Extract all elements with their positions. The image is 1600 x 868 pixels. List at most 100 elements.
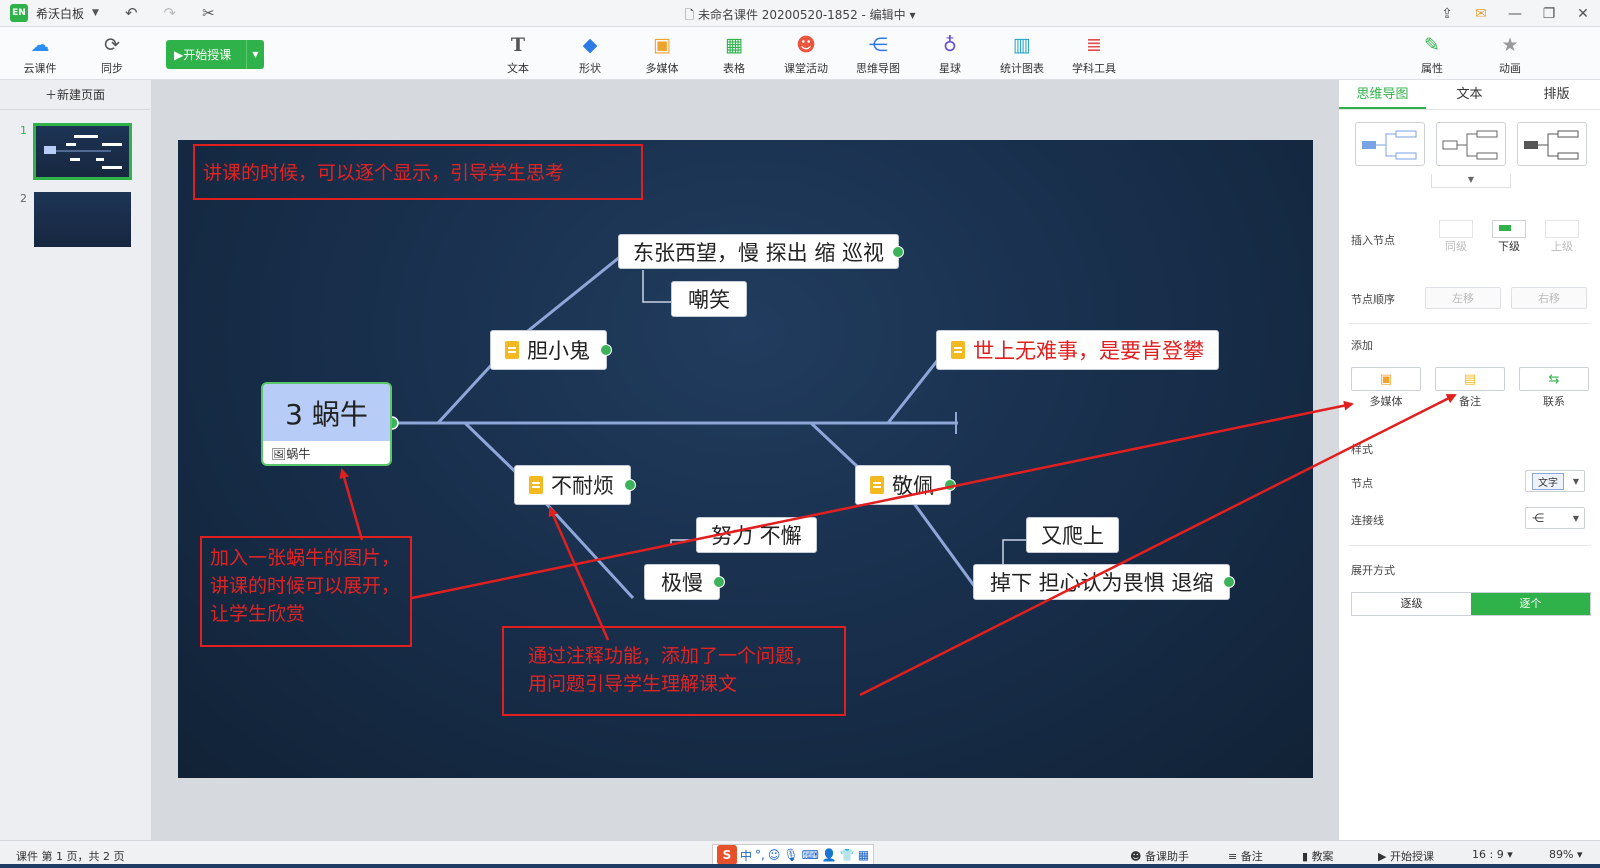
connector-select[interactable]: ⋲▼ — [1525, 507, 1585, 529]
mindmap-node[interactable]: 努力 不懈 — [696, 517, 817, 553]
insert-sibling[interactable]: 同级 — [1434, 220, 1478, 254]
tool-class-activity[interactable]: ☻ 课堂活动 — [776, 34, 836, 76]
move-left-button[interactable]: 左移 — [1425, 287, 1501, 309]
cloud-icon: ☁ — [30, 34, 50, 56]
prep-helper-button[interactable]: ☻ 备课助手 — [1130, 850, 1189, 863]
central-node-image-item[interactable]: 🖼 蜗牛 — [271, 446, 311, 462]
keyboard-icon: ⌨ — [801, 848, 819, 862]
page-thumbnail-2[interactable] — [34, 192, 131, 247]
status-bar: 课件 第 1 页，共 2 页 S 中 °, ☺ 🎙 ⌨ 👤 👕 ▦ ☻ 备课助手… — [0, 840, 1600, 868]
start-teaching-button[interactable]: ▶ 开始授课 ▼ — [166, 40, 264, 69]
zoom-select[interactable]: 89% ▾ — [1549, 848, 1583, 861]
add-link-button[interactable]: ⇆ — [1519, 367, 1589, 391]
chevron-down-icon[interactable]: ▼ — [1431, 174, 1511, 188]
layout-preset-dark[interactable] — [1517, 122, 1587, 166]
collapse-icon[interactable] — [600, 344, 612, 356]
note-icon[interactable] — [870, 476, 884, 494]
add-media-button[interactable]: ▣ — [1351, 367, 1421, 391]
central-node-title: 3 蜗牛 — [263, 384, 390, 441]
collapse-icon[interactable] — [713, 576, 725, 588]
document-title-text: 未命名课件 20200520-1852 - 编辑中 — [697, 8, 906, 22]
person-icon: ☻ — [796, 34, 816, 56]
title-bar: EN 希沃白板 ▼ ↶ ↷ ✂ 🗋 未命名课件 20200520-1852 - … — [0, 0, 1600, 27]
tab-mindmap[interactable]: 思维导图 — [1339, 80, 1426, 109]
node-style-select[interactable]: 文字▼ — [1525, 470, 1585, 492]
divider — [1349, 545, 1591, 546]
mindmap-node[interactable]: 掉下 担心认为畏惧 退缩 — [973, 564, 1236, 600]
mindmap-node[interactable]: 又爬上 — [1026, 517, 1119, 553]
share-icon[interactable]: ⇪ — [1441, 5, 1453, 22]
taskbar-strip — [0, 864, 1600, 868]
robot-icon: ☻ — [1130, 850, 1145, 863]
chevron-down-icon[interactable]: ▼ — [246, 40, 264, 69]
tool-shape[interactable]: ◆ 形状 — [560, 34, 620, 76]
tool-animation[interactable]: ★ 动画 — [1480, 34, 1540, 76]
page-number: 1 — [20, 124, 27, 137]
insert-child[interactable]: 下级 — [1487, 220, 1531, 254]
chevron-down-icon[interactable]: ▼ — [92, 8, 99, 18]
page-number: 2 — [20, 192, 27, 205]
mindmap-node[interactable]: 不耐烦 — [514, 465, 636, 505]
move-right-button[interactable]: 右移 — [1511, 287, 1587, 309]
collapse-icon[interactable] — [624, 479, 636, 491]
layout-preset-white[interactable] — [1436, 122, 1506, 166]
layout-preset-blue[interactable] — [1355, 122, 1425, 166]
tool-text[interactable]: T 文本 — [488, 34, 548, 76]
app-logo: EN — [10, 4, 28, 22]
note-icon[interactable] — [505, 341, 519, 359]
table-icon: ▦ — [725, 34, 743, 56]
new-page-button[interactable]: ＋新建页面 — [0, 80, 150, 110]
tab-layout[interactable]: 排版 — [1543, 87, 1570, 102]
redo-icon[interactable]: ↷ — [163, 4, 177, 22]
mindmap-node[interactable]: 嘲笑 — [671, 281, 747, 317]
mic-icon: 🎙 — [783, 848, 799, 862]
mindmap-node[interactable]: 东张西望，慢 探出 缩 巡视 — [618, 234, 905, 269]
star-icon: ★ — [1501, 34, 1519, 56]
note-icon[interactable] — [529, 476, 543, 494]
undo-icon[interactable]: ↶ — [124, 4, 138, 22]
restore-icon[interactable]: ❐ — [1542, 5, 1556, 22]
page-thumbnail-1[interactable] — [34, 124, 131, 179]
tool-mindmap[interactable]: ⋲ 思维导图 — [848, 34, 908, 76]
collapse-icon[interactable] — [892, 245, 905, 258]
close-icon[interactable]: ✕ — [1577, 5, 1589, 22]
emoji-icon: ☺ — [767, 848, 781, 862]
tool-properties[interactable]: ✎ 属性 — [1402, 34, 1462, 76]
expand-mode-toggle: 逐级 逐个 — [1351, 592, 1591, 616]
tool-chart[interactable]: ▥ 统计图表 — [992, 34, 1052, 76]
note-icon[interactable] — [951, 341, 965, 359]
start-teaching-status-button[interactable]: ▶ 开始授课 — [1378, 850, 1434, 863]
tab-text[interactable]: 文本 — [1456, 87, 1483, 102]
insert-parent[interactable]: 上级 — [1540, 220, 1584, 254]
scissors-icon[interactable]: ✂ — [202, 4, 215, 22]
expand-one-by-one[interactable]: 逐个 — [1471, 593, 1590, 615]
text-icon: T — [510, 34, 526, 56]
tool-planet[interactable]: ♁ 星球 — [920, 34, 980, 76]
mindmap-icon: ⋲ — [868, 34, 888, 56]
mindmap-node[interactable]: 敬佩 — [855, 465, 956, 505]
properties-panel: 思维导图 文本 排版 ▼ 插入节点 同级 下级 上级 节点顺序 左移 右移 添加… — [1338, 80, 1600, 840]
minimize-icon[interactable]: — — [1508, 5, 1522, 22]
add-label: 添加 — [1351, 339, 1373, 352]
tool-media[interactable]: ▣ 多媒体 — [632, 34, 692, 76]
mail-icon[interactable]: ✉ — [1475, 5, 1487, 22]
collapse-icon[interactable] — [944, 479, 956, 491]
mindmap-central-node[interactable]: 3 蜗牛 🖼 蜗牛 — [261, 382, 392, 466]
tool-subject[interactable]: ≣ 学科工具 — [1064, 34, 1124, 76]
notes-button[interactable]: ≡ 备注 — [1228, 850, 1263, 863]
aspect-ratio-select[interactable]: 16 : 9 ▾ — [1472, 848, 1513, 861]
ime-toolbar[interactable]: S 中 °, ☺ 🎙 ⌨ 👤 👕 ▦ — [712, 844, 875, 866]
tool-table[interactable]: ▦ 表格 — [704, 34, 764, 76]
mindmap-node[interactable]: 世上无难事，是要肯登攀 — [936, 330, 1219, 370]
app-name[interactable]: 希沃白板 — [36, 6, 85, 21]
add-note-button[interactable]: ▤ — [1435, 367, 1505, 391]
mindmap-node[interactable]: 胆小鬼 — [490, 330, 612, 370]
expand-by-level[interactable]: 逐级 — [1400, 597, 1423, 610]
sync-button[interactable]: ⟳ 同步 — [82, 34, 142, 76]
mindmap-node[interactable]: 极慢 — [644, 564, 725, 600]
layout-presets — [1355, 122, 1587, 166]
slide-canvas[interactable]: 3 蜗牛 🖼 蜗牛 东张西望，慢 探出 缩 巡视 嘲笑 胆小鬼 世上无难事，是要… — [178, 140, 1313, 778]
cloud-button[interactable]: ☁ 云课件 — [10, 34, 70, 76]
thumbnail-preview — [44, 135, 122, 169]
lesson-plan-button[interactable]: ▮ 教案 — [1302, 850, 1334, 863]
